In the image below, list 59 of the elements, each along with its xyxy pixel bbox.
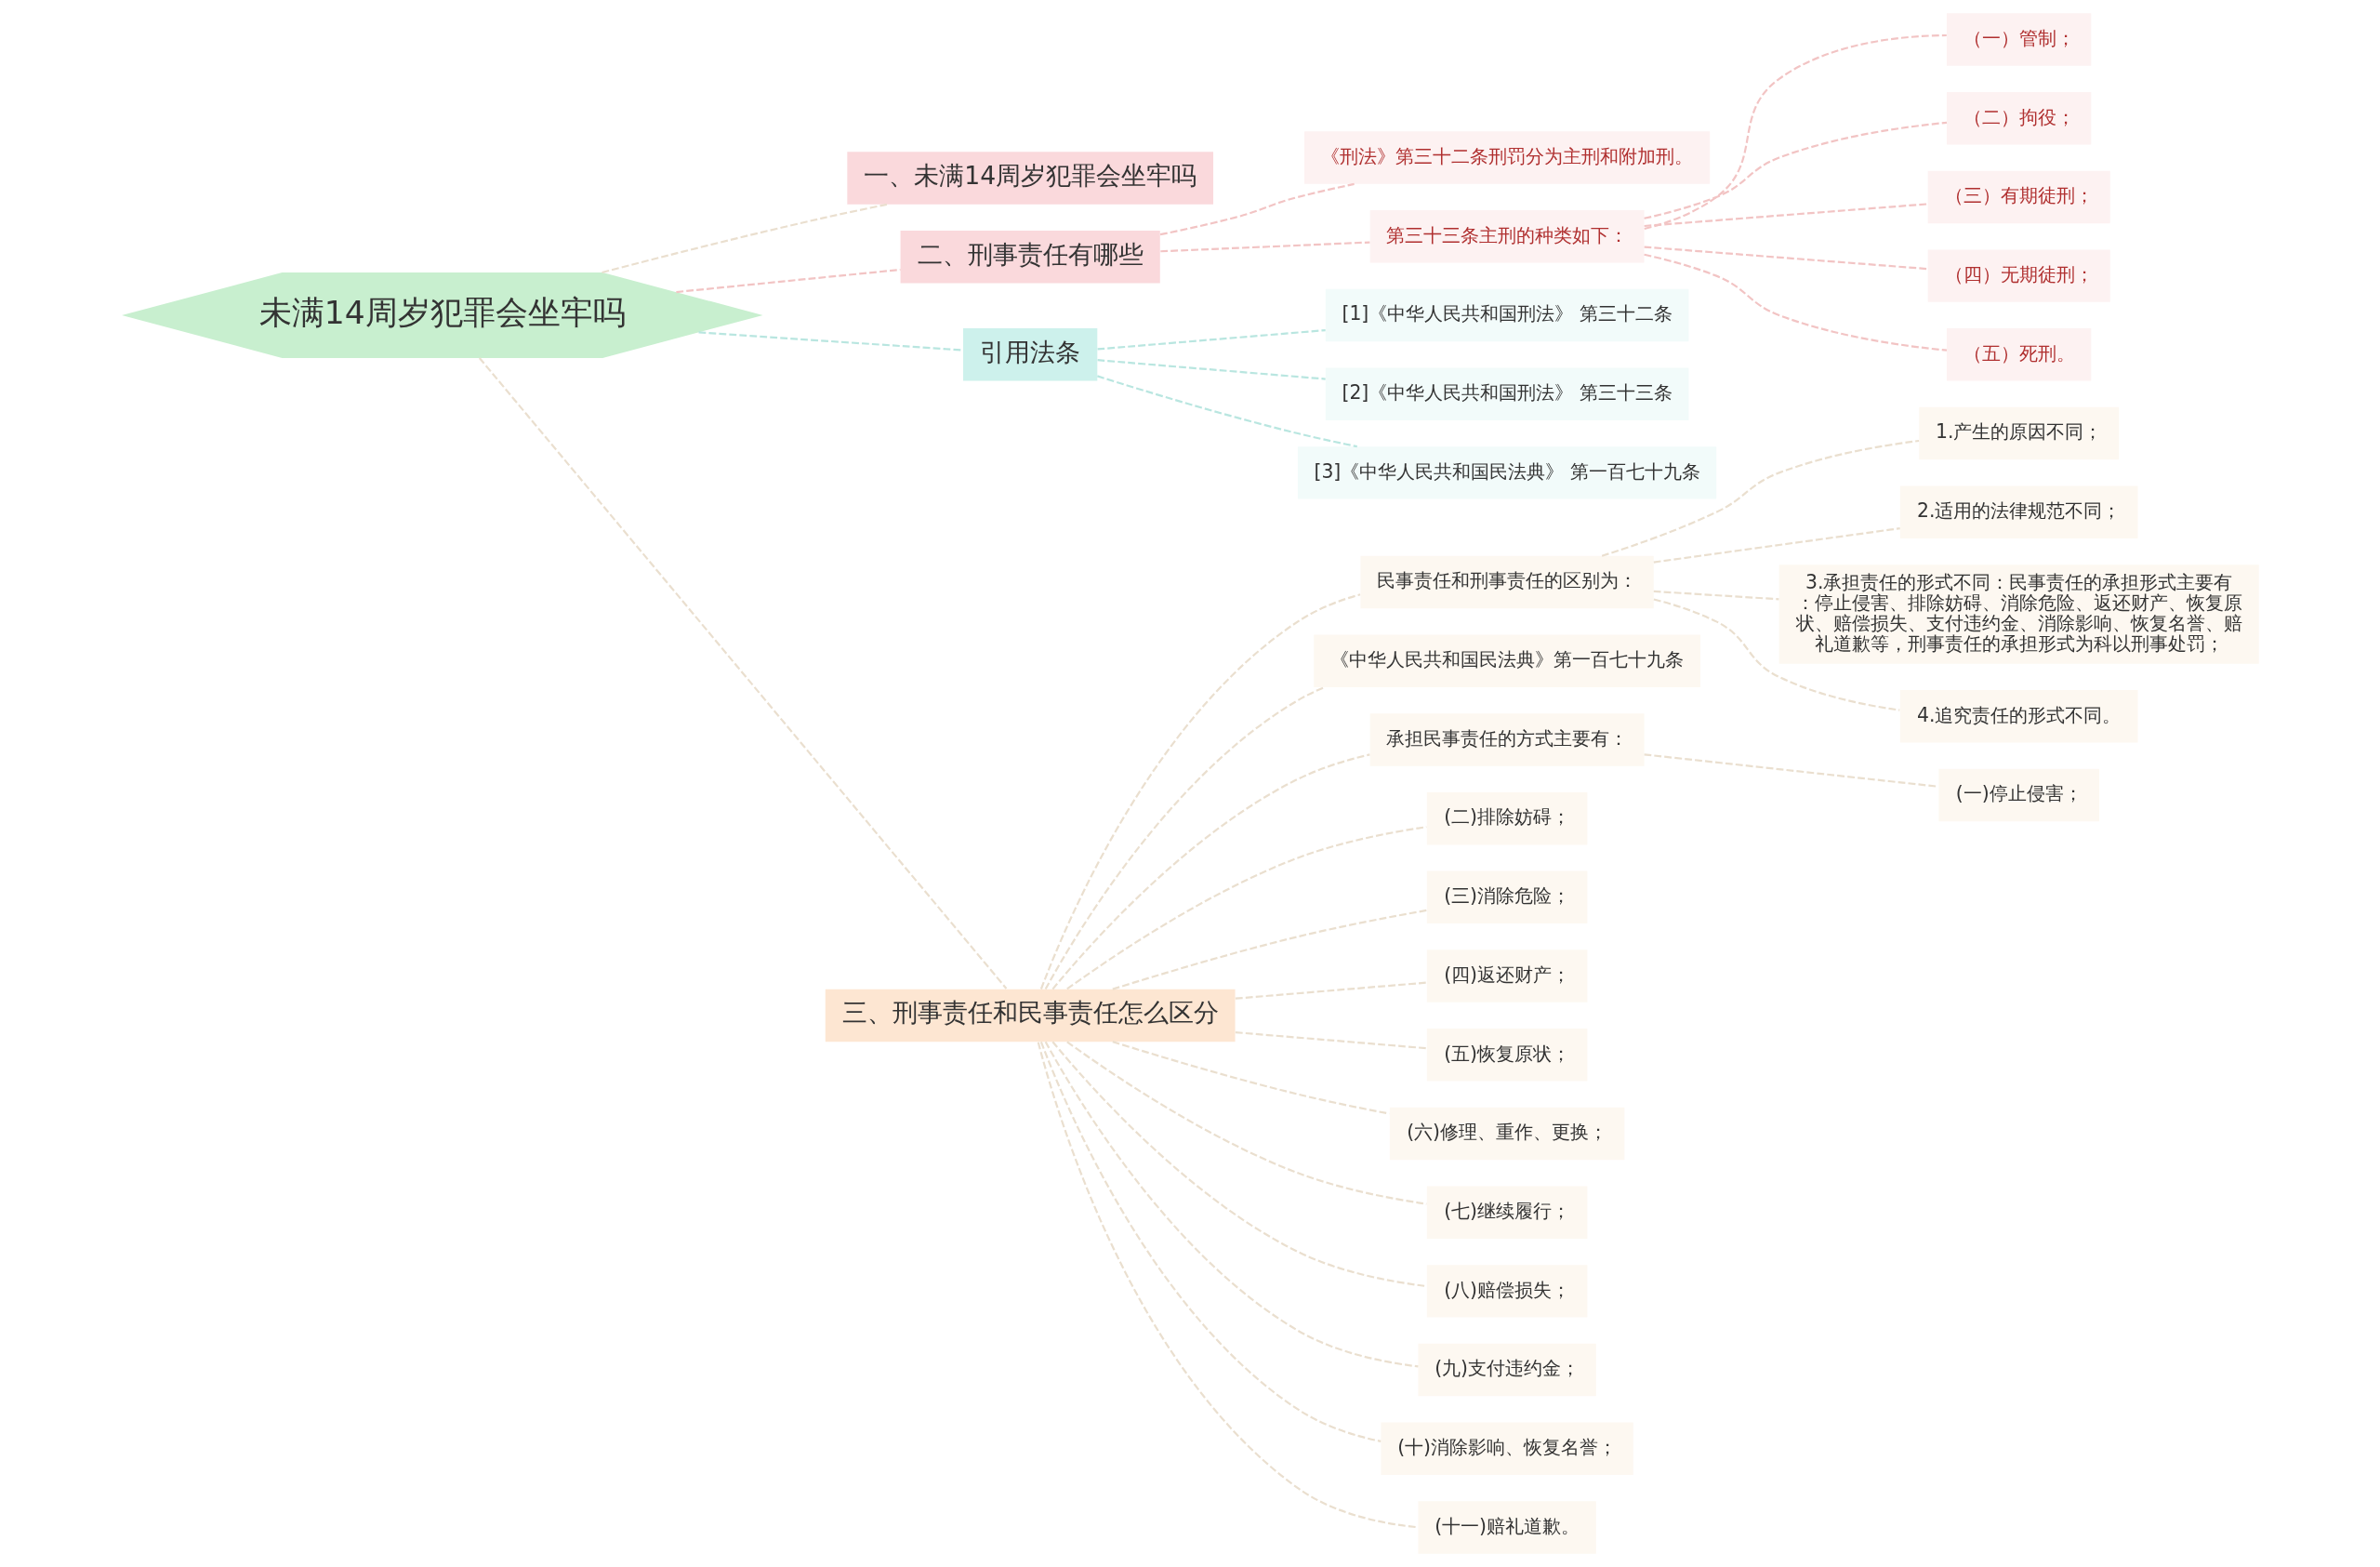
- connector: [1644, 33, 1947, 230]
- node-box: (五)恢复原状；: [1426, 1029, 1587, 1082]
- node-box: 《中华人民共和国民法典》第一百七十九条: [1313, 634, 1700, 687]
- node-box: 三、刑事责任和民事责任怎么区分: [825, 989, 1236, 1042]
- connector: [1653, 527, 1900, 564]
- node-box: （二）拘役；: [1946, 92, 2091, 145]
- node-box: 4.追究责任的形式不同。: [1899, 690, 2138, 743]
- node-box: 承担民事责任的方式主要有：: [1369, 713, 1645, 766]
- connector: [1601, 439, 1919, 557]
- connector: [1643, 253, 1947, 352]
- node-box: [2]《中华人民共和国刑法》 第三十三条: [1325, 367, 1688, 420]
- node-box: 《刑法》第三十二条刑罚分为主刑和附加刑。: [1303, 131, 1710, 184]
- connector: [1037, 1042, 1418, 1529]
- node-box: 二、刑事责任有哪些: [900, 231, 1160, 284]
- connector: [697, 331, 963, 352]
- connector: [478, 357, 1007, 989]
- connector: [1653, 590, 1778, 601]
- node-box: [1]《中华人民共和国刑法》 第三十二条: [1325, 288, 1688, 342]
- node-box: （三）有期徒刑；: [1927, 170, 2110, 224]
- connector: [1096, 375, 1357, 448]
- node-box: (十一)赔礼道歉。: [1417, 1501, 1596, 1554]
- node-box: [3]《中华人民共和国民法典》 第一百七十九条: [1297, 446, 1716, 499]
- node-box: 2.适用的法律规范不同；: [1899, 485, 2138, 538]
- node-box: 3.承担责任的形式不同：民事责任的承担形式主要有：停止侵害、排除妨碍、消除危险、返还财产、恢复原状、赔偿损失、支付违约金、消除影响、恢复名誉、赔礼道歉等，刑事责任的承担形式为科以刑事处罚；: [1778, 564, 2259, 664]
- connector: [1644, 203, 1927, 228]
- connector: [1051, 1041, 1427, 1288]
- connector: [1643, 121, 1947, 219]
- node-box: 引用法条: [962, 328, 1097, 381]
- connector: [1159, 241, 1369, 253]
- connector: [1044, 686, 1325, 990]
- connector: [1039, 1041, 1381, 1442]
- connector: [601, 203, 887, 274]
- connector: [1039, 593, 1360, 989]
- node-box: (三)消除危险；: [1426, 870, 1587, 924]
- node-box: 1.产生的原因不同；: [1918, 406, 2119, 460]
- connector: [1065, 826, 1426, 990]
- connector: [1065, 1041, 1426, 1205]
- connector: [1044, 1041, 1419, 1368]
- node-box: 第三十三条主刑的种类如下：: [1369, 210, 1645, 263]
- node-box: (九)支付违约金；: [1417, 1343, 1596, 1397]
- node-box: （四）无期徒刑；: [1927, 249, 2110, 302]
- connector: [1112, 1041, 1390, 1115]
- connector: [1653, 598, 1899, 711]
- connector: [1097, 329, 1326, 351]
- connector: [1235, 981, 1426, 1000]
- node-box: 民事责任和刑事责任的区别为：: [1359, 555, 1654, 609]
- node-box: (十)消除影响、恢复名誉；: [1380, 1422, 1633, 1475]
- node-box: （五）死刑。: [1946, 328, 2091, 381]
- connector: [1112, 909, 1427, 990]
- connector: [1644, 246, 1927, 271]
- connector: [1051, 753, 1370, 990]
- connector: [1235, 1031, 1426, 1050]
- connector: [675, 268, 901, 294]
- node-box: (四)返还财产；: [1426, 949, 1587, 1003]
- node-box: 一、未满14周岁犯罪会坐牢吗: [846, 152, 1213, 205]
- connector: [1159, 182, 1355, 236]
- node-box: （一）管制；: [1946, 13, 2091, 66]
- connector: [1644, 753, 1938, 788]
- connector: [1097, 359, 1326, 380]
